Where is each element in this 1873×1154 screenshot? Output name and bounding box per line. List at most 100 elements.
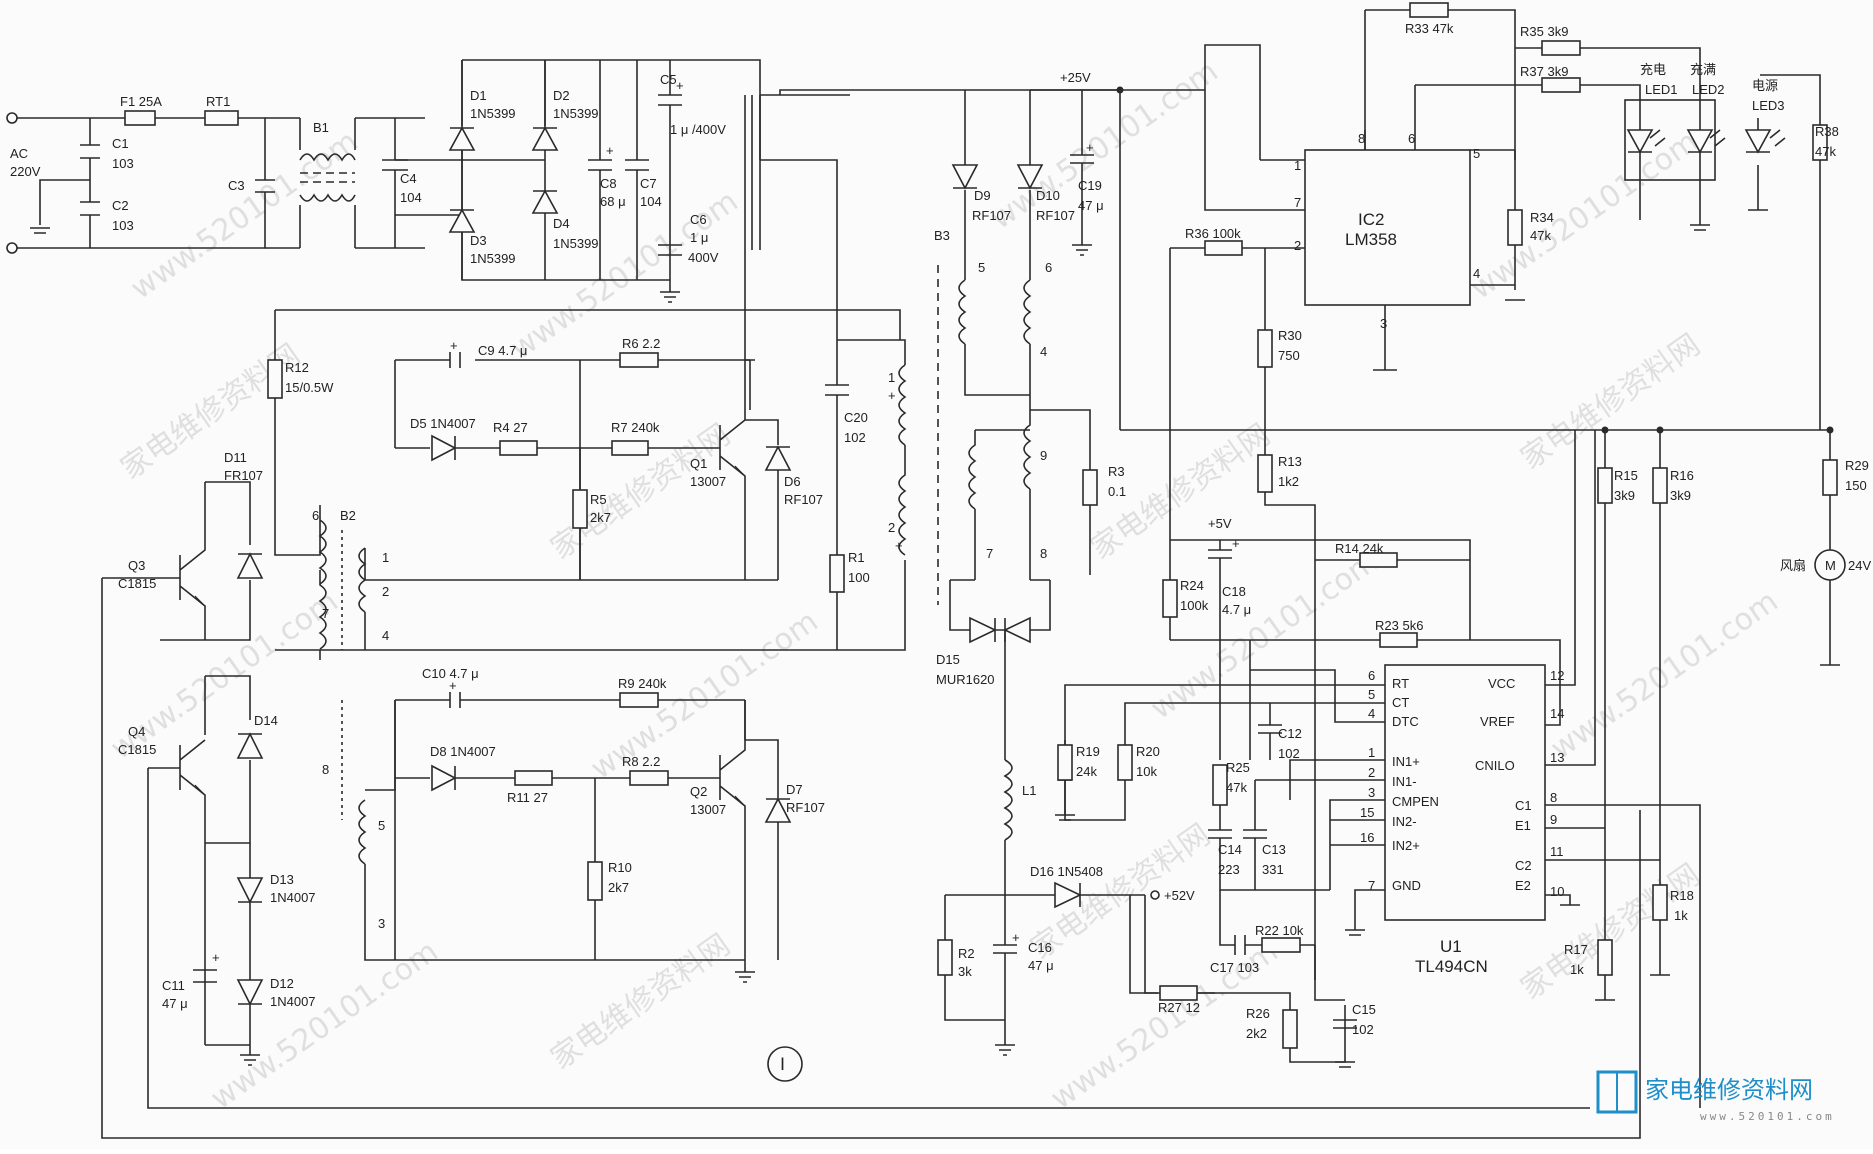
r27-label: R27 12 [1158, 1000, 1200, 1015]
resistor-r16 [1652, 467, 1668, 504]
c16-label: C16 [1028, 940, 1052, 955]
q3-value: C1815 [118, 576, 156, 591]
resistor-r22 [1261, 937, 1301, 953]
b3-pin1: 1 [888, 370, 895, 385]
r20-value: 10k [1136, 764, 1157, 779]
b2-pin-2: 2 [382, 584, 389, 599]
figure-marker: Ⅰ [780, 1055, 785, 1074]
watermark-text: www.520101.com [1465, 124, 1705, 307]
r10-label: R10 [608, 860, 632, 875]
r10-value: 2k7 [608, 880, 629, 895]
r12-label: R12 [285, 360, 309, 375]
r30-value: 750 [1278, 348, 1300, 363]
d15-value: MUR1620 [936, 672, 995, 687]
d3-label: D3 [470, 233, 487, 248]
fan-motor-symbol: M [1825, 558, 1836, 573]
led3-cn-label: 电源 [1752, 78, 1778, 93]
figure-marker-circle [767, 1046, 803, 1082]
diode-d9 [951, 164, 979, 190]
led2-label: LED2 [1692, 82, 1725, 97]
r29-label: R29 [1845, 458, 1869, 473]
r20-label: R20 [1136, 744, 1160, 759]
resistor-r27 [1159, 985, 1198, 1001]
d6-value: RF107 [784, 492, 823, 507]
pin-11-num: 11 [1550, 844, 1564, 859]
d1-value: 1N5399 [470, 106, 516, 121]
fan-motor [1814, 549, 1846, 581]
resistor-r7 [611, 440, 649, 456]
c8-value: 68 μ [600, 194, 626, 209]
r5-label: R5 [590, 492, 607, 507]
b2-pin-3: 3 [378, 916, 385, 931]
resistor-r5 [572, 489, 588, 529]
resistor-r35 [1541, 77, 1581, 93]
ic2-label: IC2 [1358, 210, 1384, 229]
r15-label: R15 [1614, 468, 1638, 483]
tl494-left-pins: 6 RT 5 CT 4 DTC 1 IN1+ 2 IN1- 3 CMPEN 15… [1360, 668, 1439, 893]
r29-value: 150 [1845, 478, 1867, 493]
c16-plus: + [1012, 930, 1020, 945]
b2-label: B2 [340, 508, 356, 523]
d7-label: D7 [786, 782, 803, 797]
d4-label: D4 [553, 216, 570, 231]
r1-value: 100 [848, 570, 870, 585]
c6-value-1: 1 μ [690, 230, 708, 245]
pin-16-num: 16 [1360, 830, 1374, 845]
resistor-r30 [1257, 329, 1273, 368]
d7-value: RF107 [786, 800, 825, 815]
watermark-text: www.520101.com [1145, 544, 1385, 727]
r18-label: R18 [1670, 888, 1694, 903]
r26-value: 2k2 [1246, 1026, 1267, 1041]
diode-d12 [236, 979, 264, 1006]
d4-value: 1N5399 [553, 236, 599, 251]
r19-value: 24k [1076, 764, 1097, 779]
r25-value: 47k [1226, 780, 1247, 795]
r37-label: R37 3k9 [1520, 64, 1568, 79]
r3-label: R3 [1108, 464, 1125, 479]
c6-label: C6 [690, 212, 707, 227]
c18-value: 4.7 μ [1222, 602, 1251, 617]
brand-name: 家电维修资料网 [1645, 1076, 1813, 1104]
b3-pin-4: 4 [1040, 344, 1047, 359]
q3-label: Q3 [128, 558, 145, 573]
d15-label: D15 [936, 652, 960, 667]
d11-value: FR107 [224, 468, 263, 483]
driver-transformer-b2: R12 15/0.5W 6 7 8 1 2 4 5 3 B2 D11 FR107… [101, 309, 1641, 1139]
pin-15-num: 15 [1360, 805, 1374, 820]
d2-value: 1N5399 [553, 106, 599, 121]
d13-value: 1N4007 [270, 890, 316, 905]
pin-5-num: 5 [1368, 687, 1375, 702]
bridge-rectifier: D1 1N5399 D3 1N5399 D2 1N5399 D4 1N5399 … [395, 59, 761, 303]
led-charging [1626, 129, 1654, 154]
led2-cn-label: 充满 [1690, 62, 1716, 77]
r22-label: R22 10k [1255, 923, 1304, 938]
b3-pin-6: 6 [1045, 260, 1052, 275]
diode-d1 [448, 126, 476, 151]
pwm-controller: +5V + C18 4.7 μ R14 24k R24 100k R23 5k6… [1055, 430, 1701, 1108]
fan-voltage: 24V [1848, 558, 1871, 573]
resistor-r8 [629, 770, 669, 786]
diode-d8 [431, 764, 457, 792]
r30-label: R30 [1278, 328, 1302, 343]
diode-d3 [448, 208, 476, 233]
lm358-pin-3: 3 [1380, 316, 1387, 331]
ground-symbol [660, 280, 680, 303]
pin-3-num: 3 [1368, 785, 1375, 800]
pin-6-num: 6 [1368, 668, 1375, 683]
b1-winding-bottom [299, 193, 356, 202]
led-power [1744, 129, 1772, 154]
lm358-pin-5: 5 [1473, 146, 1480, 161]
brand-url: www.520101.com [1700, 1110, 1835, 1123]
r17-label: R17 [1564, 942, 1588, 957]
pin-13-num: 13 [1550, 750, 1564, 765]
r23-label: R23 5k6 [1375, 618, 1423, 633]
diode-d5 [431, 434, 457, 462]
brand-logo: 家电维修资料网 www.520101.com [1596, 1070, 1835, 1123]
b3-pin-9: 9 [1040, 448, 1047, 463]
resistor-r6 [619, 352, 659, 368]
resistor-r1 [829, 554, 845, 593]
l1-label: L1 [1022, 783, 1036, 798]
ac-voltage-label: 220V [10, 164, 41, 179]
ac-terminal-top [6, 112, 18, 124]
r25-label: R25 [1226, 760, 1250, 775]
